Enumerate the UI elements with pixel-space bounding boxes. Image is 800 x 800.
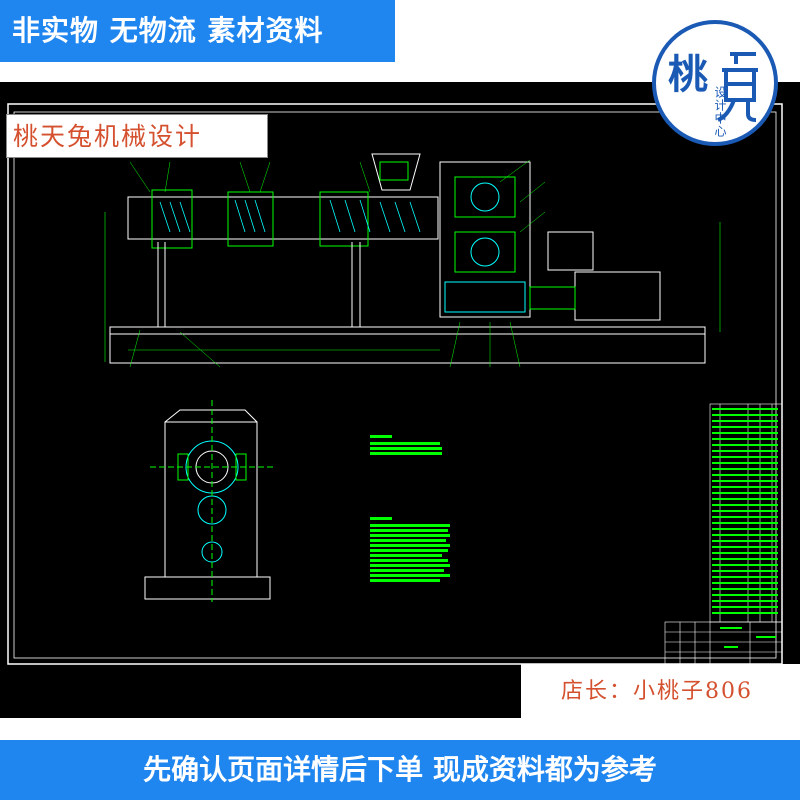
cad-drawing — [7, 103, 783, 665]
parts-list-table — [709, 403, 783, 623]
cad-drawing-sheet — [0, 82, 800, 718]
sheet-outer-border — [7, 103, 783, 665]
sheet-inner-border — [13, 111, 777, 659]
brand-label-text: 桃天兔机械设计 — [13, 122, 203, 151]
base-frame — [109, 326, 706, 364]
title-block-text — [720, 627, 776, 648]
logo-main-char: 桃 — [668, 51, 708, 98]
extruder-side-view — [144, 400, 275, 602]
top-banner-text: 非实物 无物流 素材资料 — [12, 14, 324, 47]
bottom-banner-text: 先确认页面详情后下单 现成资料都为参考 — [143, 753, 657, 786]
logo-sub-text: 设计中心 — [713, 86, 727, 138]
white-separator — [0, 718, 800, 740]
bottom-banner: 先确认页面详情后下单 现成资料都为参考 — [0, 740, 800, 800]
barrel — [127, 196, 439, 240]
technical-requirements — [370, 435, 450, 582]
brand-label: 桃天兔机械设计 — [6, 114, 268, 158]
extruder-elevation-view — [104, 153, 721, 368]
shop-owner-label: 店长：小桃子806 — [521, 664, 800, 720]
peach-rabbit-logo-icon: 桃 设计中心 — [652, 20, 778, 146]
parts-list-rows — [712, 408, 778, 614]
rabbit-glyph-icon — [717, 52, 758, 122]
shop-owner-text: 店长：小桃子806 — [561, 679, 753, 704]
top-banner: 非实物 无物流 素材资料 — [0, 0, 395, 62]
